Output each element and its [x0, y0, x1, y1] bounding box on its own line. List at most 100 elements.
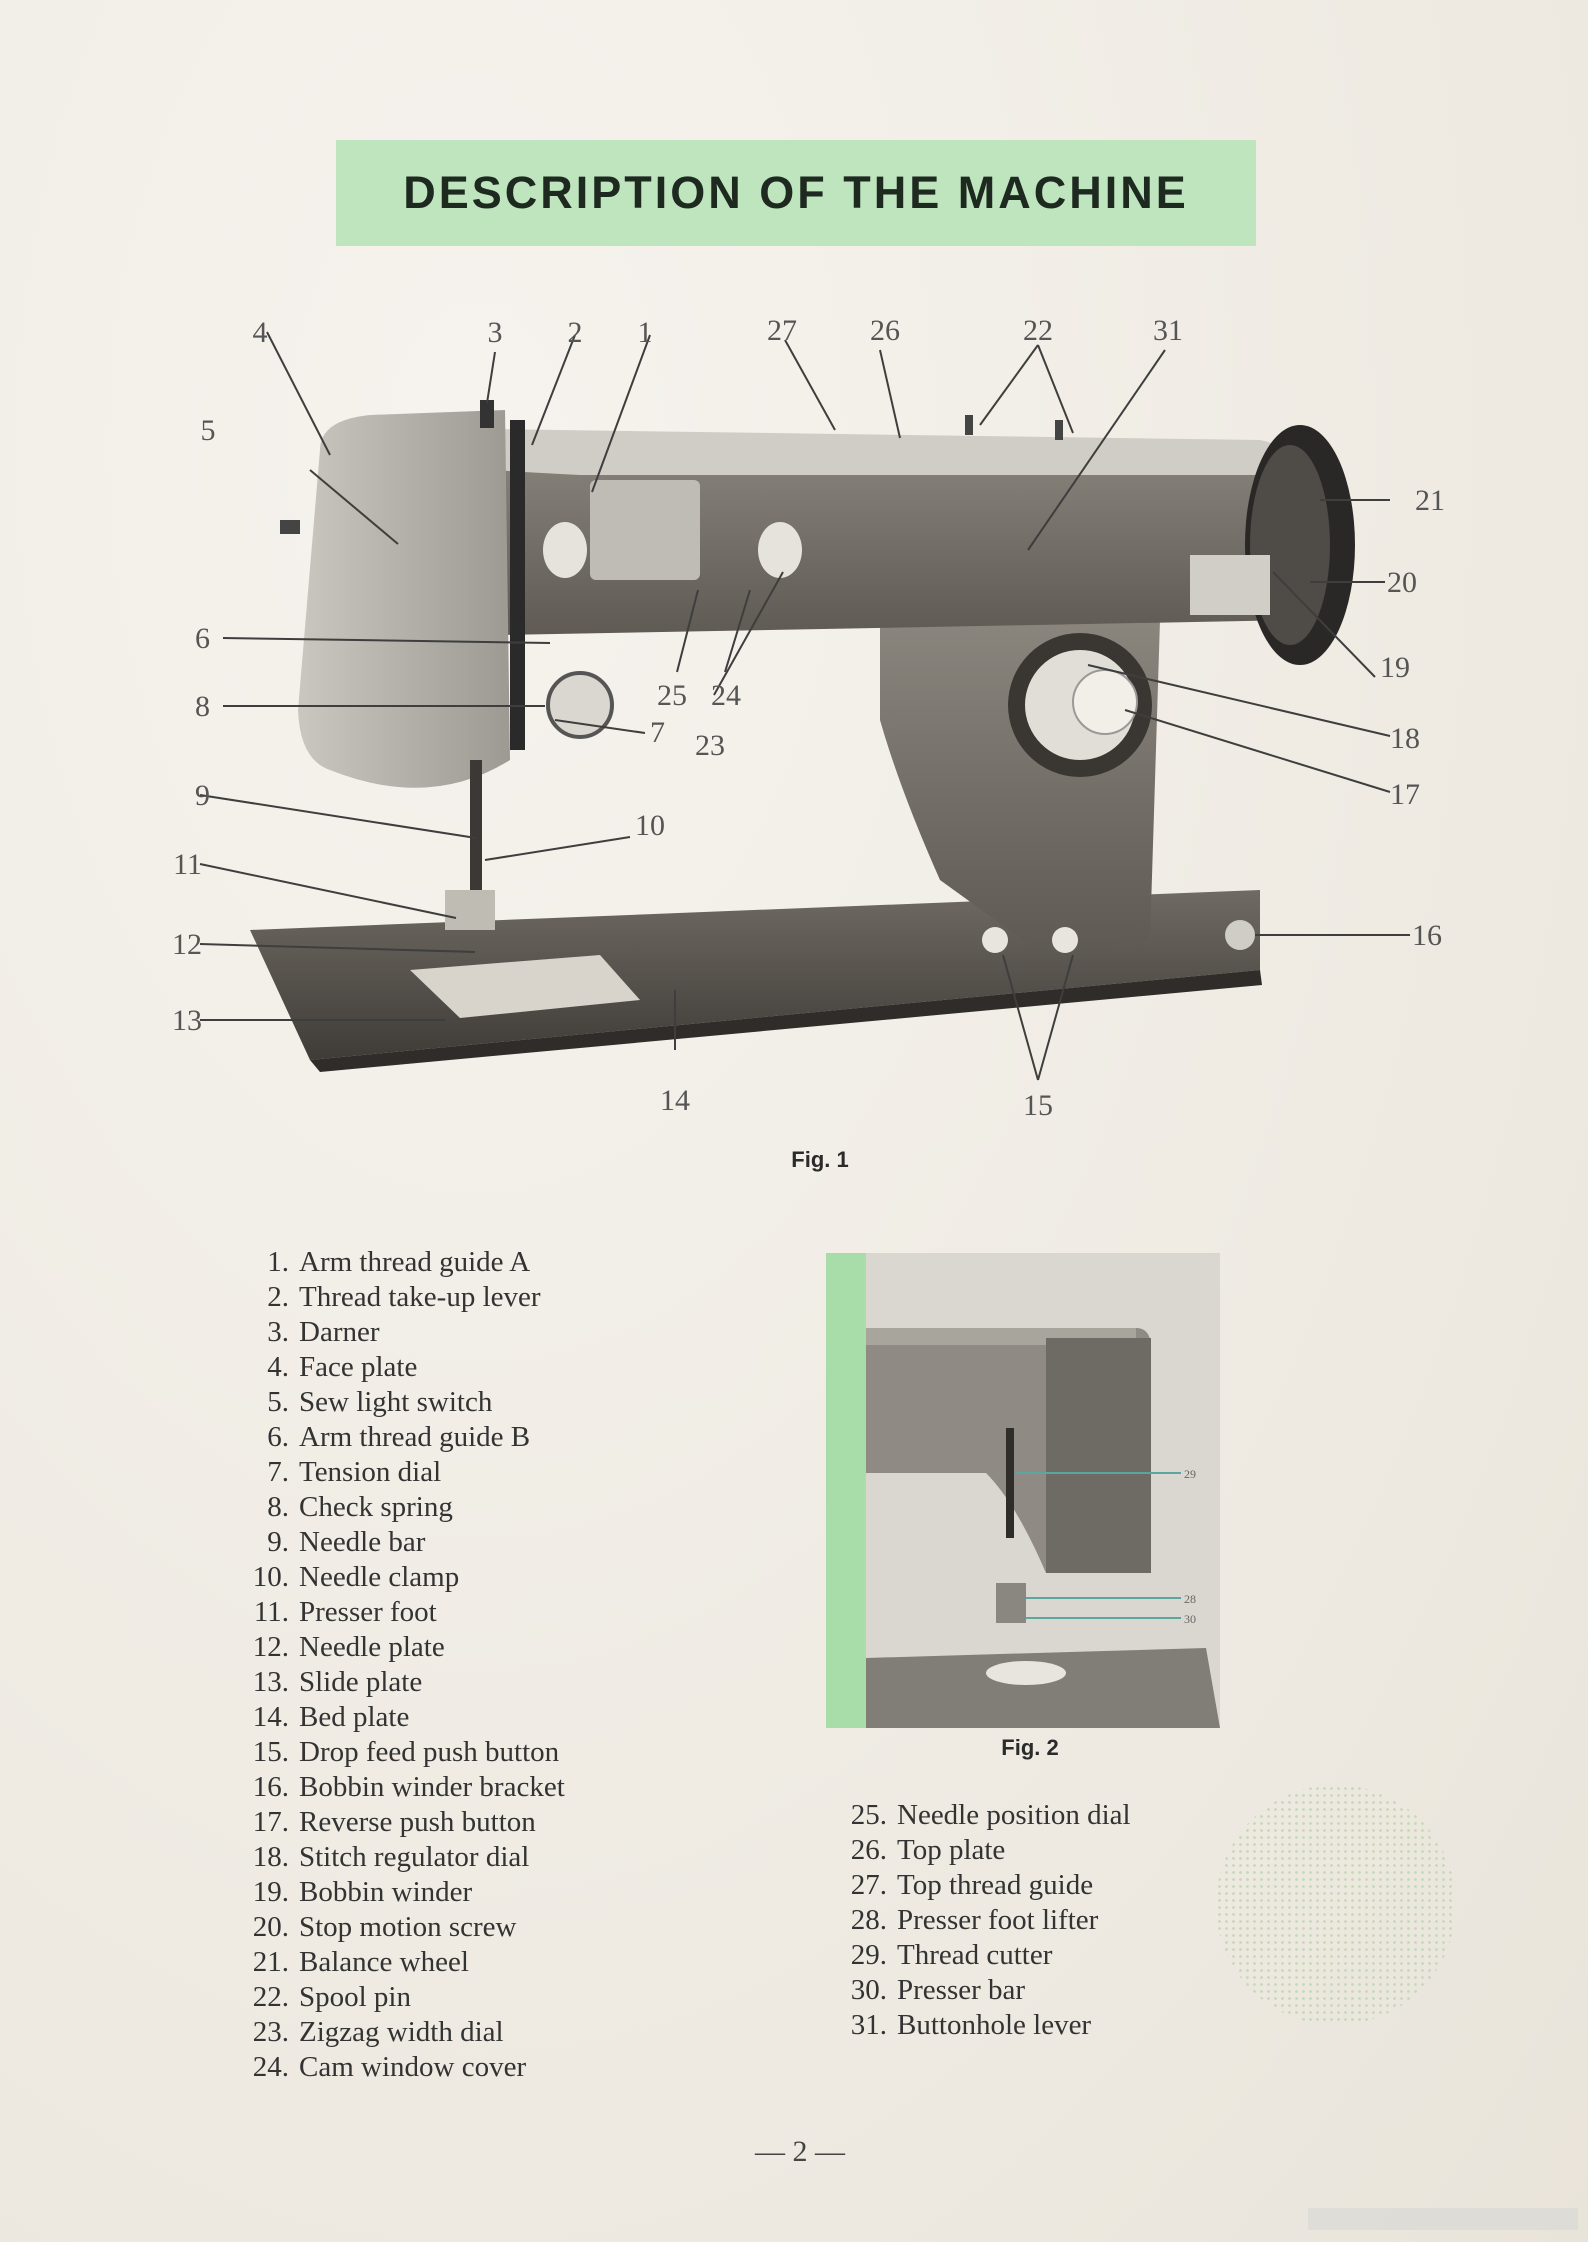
list-item: 11.Presser foot: [232, 1595, 565, 1630]
list-item: 22. Spool pin: [232, 1980, 565, 2015]
item-label: Needle plate: [299, 1631, 445, 1663]
spool-pin-b-shape: [1055, 420, 1063, 440]
list-item: 20.Stop motion screw: [232, 1910, 565, 1945]
item-label: Slide plate: [299, 1666, 423, 1698]
item-number: 7.: [267, 1456, 289, 1488]
light-switch-shape: [280, 520, 300, 534]
item-number: 19.: [252, 1876, 289, 1908]
list-item: 30. Presser bar: [830, 1973, 1131, 2008]
item-label: Presser foot lifter: [897, 1904, 1099, 1936]
reverse-button-shape: [1072, 669, 1138, 735]
bobbin-winder-shape: [1190, 555, 1270, 615]
item-number: 15.: [252, 1736, 289, 1768]
fig1-caption: Fig. 1: [791, 1147, 849, 1172]
item-number: 23.: [252, 2016, 289, 2048]
item-number: 25.: [850, 1799, 887, 1831]
item-label: Arm thread guide A: [299, 1246, 531, 1278]
callout-4: 4: [253, 316, 268, 349]
callout-14: 14: [660, 1084, 690, 1117]
item-number: 22.: [252, 1981, 289, 2013]
fig2-leader-lines: [1016, 1472, 1181, 1619]
item-number: 27.: [850, 1869, 887, 1901]
callout-26: 26: [870, 314, 900, 347]
fig2-callout-28: 28: [1184, 1592, 1196, 1606]
item-label: Needle position dial: [897, 1799, 1131, 1831]
spool-pin-a-shape: [965, 415, 973, 435]
item-number: 9.: [267, 1526, 289, 1558]
callout-8: 8: [195, 690, 210, 723]
parts-list-right: 25.Needle position dial 26.Top plate 27.…: [830, 1798, 1131, 2043]
list-item: 14. Bed plate: [232, 1700, 565, 1735]
head-edge-shape: [510, 420, 525, 750]
callout-1: 1: [638, 316, 653, 349]
fig2-face-shape: [1046, 1338, 1151, 1573]
callout-5: 5: [201, 414, 216, 447]
list-item: 18.Stitch regulator dial: [232, 1840, 565, 1875]
item-number: 24.: [252, 2051, 289, 2083]
item-label: Bobbin winder bracket: [299, 1771, 565, 1803]
list-item: 16.Bobbin winder bracket: [232, 1770, 565, 1805]
callout-24: 24: [711, 679, 741, 712]
parts-list-left: 1.Arm thread guide A 2.Thread take-up le…: [232, 1245, 565, 2085]
callout-13: 13: [172, 1004, 202, 1037]
top-cover-shape: [420, 428, 1290, 475]
item-label: Drop feed push button: [299, 1736, 560, 1768]
item-number: 17.: [252, 1806, 289, 1838]
callout-3: 3: [488, 316, 503, 349]
fig2-needle-bar-shape: [1006, 1428, 1014, 1538]
list-item: 2.Thread take-up lever: [232, 1280, 565, 1315]
fig2-plate-shape: [986, 1661, 1066, 1685]
needle-bar-shape: [470, 760, 482, 910]
item-label: Bobbin winder: [299, 1876, 473, 1908]
list-item: 7.Tension dial: [232, 1455, 565, 1490]
callout-20: 20: [1387, 566, 1417, 599]
item-number: 14.: [252, 1701, 289, 1733]
item-number: 18.: [252, 1841, 289, 1873]
fig2-frame: 29 28 30: [826, 1253, 1220, 1728]
list-item: 27.Top thread guide: [830, 1868, 1131, 1903]
drop-feed-button-a-shape: [982, 927, 1008, 953]
item-label: Presser bar: [897, 1974, 1026, 2006]
list-item: 29.Thread cutter: [830, 1938, 1131, 1973]
drop-feed-button-b-shape: [1052, 927, 1078, 953]
callout-9: 9: [195, 779, 210, 812]
item-label: Thread take-up lever: [299, 1281, 541, 1313]
item-label: Presser foot: [299, 1596, 437, 1628]
leader-lines: [199, 331, 1410, 1081]
list-item: 3.Darner: [232, 1315, 565, 1350]
presser-foot-shape: [445, 890, 495, 930]
list-item: 23.Zigzag width dial: [232, 2015, 565, 2050]
fig2-presser-shape: [996, 1583, 1026, 1623]
item-label: Reverse push button: [299, 1806, 536, 1838]
list-item: 24.Cam window cover: [232, 2050, 565, 2085]
item-label: Bed plate: [299, 1701, 410, 1733]
sewing-machine-figure: 4 5 3 2 1 27 26 22 31 21 20 19 18 17 16 …: [172, 314, 1445, 1122]
callout-10: 10: [635, 809, 665, 842]
item-label: Thread cutter: [897, 1939, 1053, 1971]
cam-window-shape: [590, 480, 700, 580]
halftone-dot-pattern: [1216, 1785, 1456, 2025]
item-number: 30.: [850, 1974, 887, 2006]
presser-detail-figure: 29 28 30: [866, 1253, 1220, 1728]
page-number: — 2 —: [755, 2135, 845, 2168]
item-label: Needle bar: [299, 1526, 426, 1558]
item-number: 3.: [267, 1316, 289, 1348]
title-banner: DESCRIPTION OF THE MACHINE: [336, 140, 1256, 246]
list-item: 10.Needle clamp: [232, 1560, 565, 1595]
callout-17: 17: [1390, 778, 1420, 811]
fig2-caption: Fig. 2: [1001, 1735, 1059, 1760]
needle-position-dial-shape: [543, 522, 587, 578]
callout-27: 27: [767, 314, 797, 347]
item-label: Sew light switch: [299, 1386, 493, 1418]
list-item: 19. Bobbin winder: [232, 1875, 565, 1910]
item-label: Spool pin: [299, 1981, 411, 2013]
item-label: Balance wheel: [299, 1946, 469, 1978]
list-item: 8.Check spring: [232, 1490, 565, 1525]
callout-labels: 4 5 3 2 1 27 26 22 31 21 20 19 18 17 16 …: [172, 314, 1445, 1122]
item-number: 26.: [850, 1834, 887, 1866]
page-title: DESCRIPTION OF THE MACHINE: [403, 167, 1189, 218]
list-item: 28.Presser foot lifter: [830, 1903, 1131, 1938]
list-item: 25. Needle position dial: [830, 1798, 1131, 1833]
watermark-strip: [1308, 2208, 1578, 2230]
item-label: Buttonhole lever: [897, 2009, 1092, 2041]
